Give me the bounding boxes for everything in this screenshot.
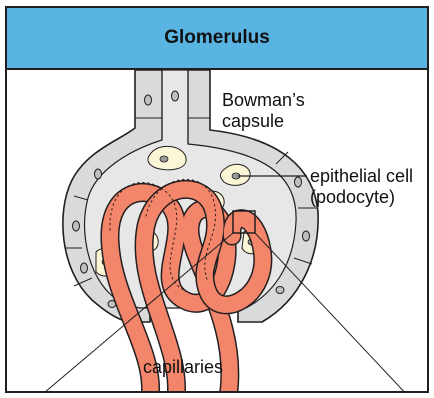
epithelial-cell-label: epithelial cell (podocyte) — [310, 166, 413, 208]
bowmans-capsule-label: Bowman’s capsule — [222, 90, 305, 132]
zoom-line-right — [255, 233, 410, 398]
capillaries-label: capillaries — [143, 357, 223, 378]
